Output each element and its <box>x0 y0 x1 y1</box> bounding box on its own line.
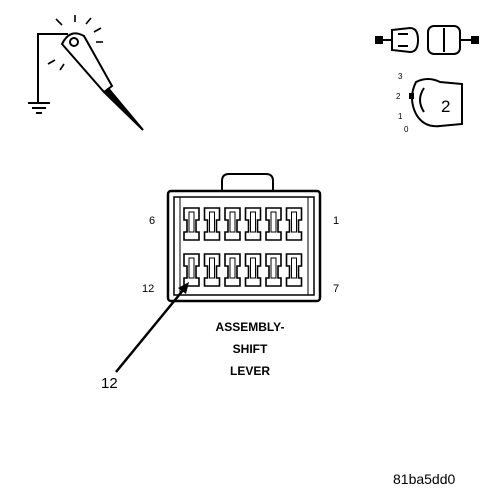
ignition-pos-3: 3 <box>398 72 403 81</box>
test-probe-ground-icon <box>28 15 144 131</box>
connector-cavity <box>224 253 241 287</box>
connector-cavity <box>265 207 282 241</box>
connector-cavity <box>203 207 221 241</box>
pin-label-12: 12 <box>142 283 154 295</box>
connector-cavity <box>183 207 200 241</box>
ignition-key-number: 2 <box>441 97 450 116</box>
connector-cavity <box>244 207 262 241</box>
connector-cavity <box>265 253 282 287</box>
connector-title-line-3: LEVER <box>230 364 270 378</box>
connector-cavity <box>203 253 221 287</box>
ignition-pos-2: 2 <box>396 92 401 101</box>
disconnect-connector-icon <box>375 25 479 55</box>
figure-id: 81ba5dd0 <box>393 471 456 487</box>
connector-cavity <box>285 253 303 287</box>
pin-label-7: 7 <box>333 283 339 295</box>
callout-label: 12 <box>101 375 118 392</box>
connector-title-line-2: SHIFT <box>233 342 268 356</box>
pin-label-1: 1 <box>333 215 339 227</box>
connector-title-line-1: ASSEMBLY- <box>216 320 285 334</box>
connector-cavity <box>183 253 200 287</box>
connector-cavity <box>285 207 303 241</box>
callout-arrow <box>115 282 189 373</box>
connector-cavities <box>183 207 303 287</box>
pin-label-6: 6 <box>149 215 155 227</box>
ignition-pos-1: 1 <box>398 112 403 121</box>
ignition-pos-0: 0 <box>404 125 409 134</box>
connector-cavity <box>224 207 241 241</box>
ignition-key-icon: 3 2 1 0 2 <box>396 72 463 134</box>
connector-cavity <box>244 253 262 287</box>
